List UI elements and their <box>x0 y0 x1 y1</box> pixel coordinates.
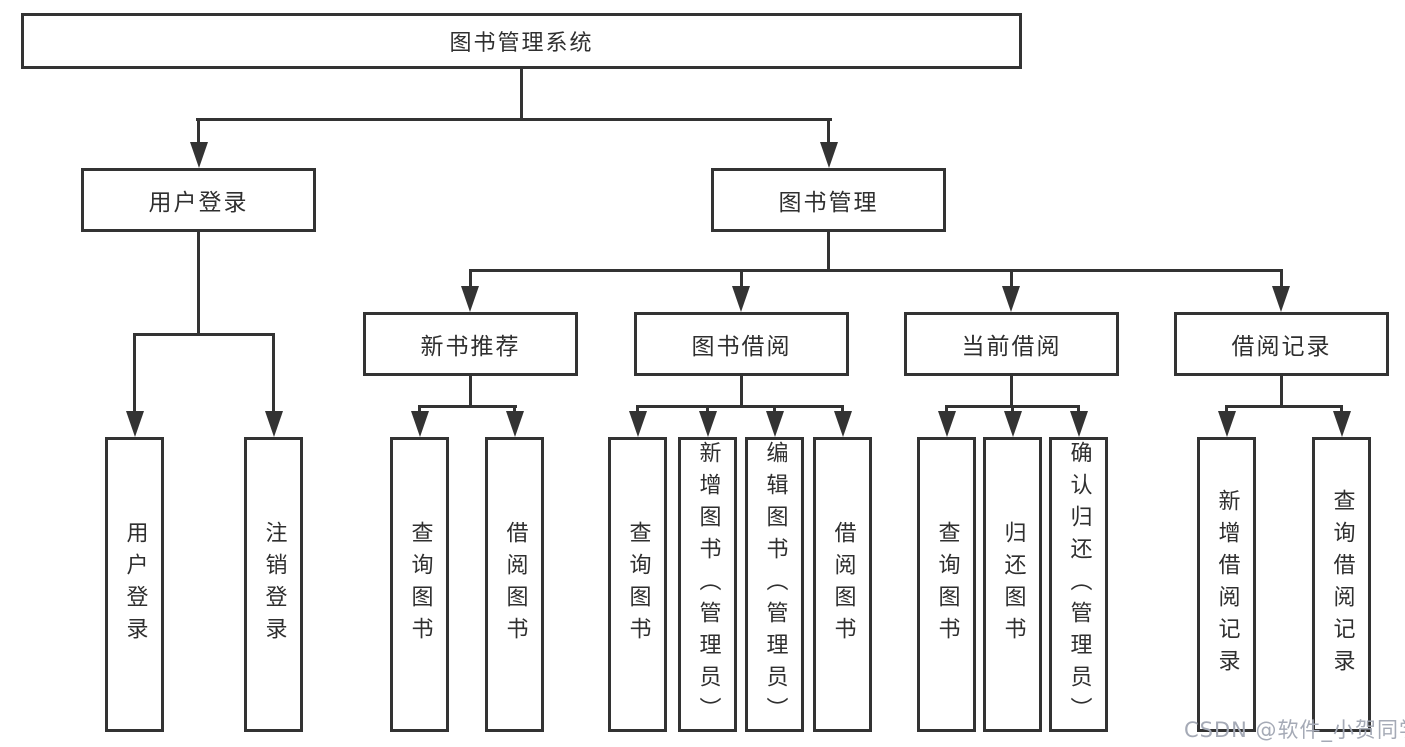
arrow-down-icon <box>126 411 144 437</box>
arrow-down-icon <box>766 411 784 437</box>
arrow-down-icon <box>820 142 838 168</box>
leaf-borrow-books-recommend: 借阅图书 <box>485 437 544 732</box>
connector-drop-new-book <box>469 269 472 289</box>
leaf-edit-book-admin: 编辑图书（管理员） <box>745 437 804 732</box>
connector-drop-leaf <box>272 333 275 413</box>
leaf-user-login: 用户登录 <box>105 437 164 732</box>
arrow-down-icon <box>699 411 717 437</box>
connector-root-stem <box>520 69 523 118</box>
arrow-down-icon <box>1272 286 1290 312</box>
arrow-down-icon <box>1333 411 1351 437</box>
csdn-watermark: CSDN @软件_小贺同学 <box>1184 718 1405 742</box>
connector-level3-hline <box>469 269 1283 272</box>
leaf-add-book-admin: 新增图书（管理员） <box>678 437 737 732</box>
arrow-down-icon <box>834 411 852 437</box>
arrow-down-icon <box>411 411 429 437</box>
node-root: 图书管理系统 <box>21 13 1022 69</box>
connector-user-login-hline <box>133 333 275 336</box>
connector-book-borrow-hline <box>636 405 844 408</box>
connector-drop-leaf <box>133 333 136 413</box>
arrow-down-icon <box>190 142 208 168</box>
node-current-borrow: 当前借阅 <box>904 312 1119 376</box>
connector-drop-leaf <box>945 405 948 415</box>
leaf-query-borrow-record: 查询借阅记录 <box>1312 437 1371 732</box>
connector-drop-leaf <box>841 405 844 415</box>
connector-drop-leaf <box>773 405 776 415</box>
leaf-query-books-recommend: 查询图书 <box>390 437 449 732</box>
arrow-down-icon <box>938 411 956 437</box>
leaf-query-books-borrow: 查询图书 <box>608 437 667 732</box>
connector-new-book-stem <box>469 376 472 407</box>
connector-drop-borrow-records <box>1280 269 1283 289</box>
arrow-down-icon <box>265 411 283 437</box>
connector-drop-book-management <box>827 118 830 144</box>
leaf-confirm-return-admin: 确认归还（管理员） <box>1049 437 1108 732</box>
node-book-borrow: 图书借阅 <box>634 312 849 376</box>
arrow-down-icon <box>506 411 524 437</box>
connector-drop-leaf <box>1225 405 1228 415</box>
arrow-down-icon <box>461 286 479 312</box>
connector-drop-leaf <box>1077 405 1080 415</box>
arrow-down-icon <box>1070 411 1088 437</box>
node-book-management: 图书管理 <box>711 168 946 232</box>
node-borrow-records: 借阅记录 <box>1174 312 1389 376</box>
connector-drop-user-login <box>197 118 200 144</box>
connector-current-borrow-stem <box>1010 376 1013 407</box>
leaf-return-book: 归还图书 <box>983 437 1042 732</box>
connector-drop-book-borrow <box>740 269 743 289</box>
connector-drop-leaf <box>636 405 639 415</box>
connector-book-borrow-stem <box>740 376 743 407</box>
connector-new-book-hline <box>418 405 517 408</box>
connector-borrow-records-stem <box>1280 376 1283 407</box>
connector-level1-hline <box>196 118 832 121</box>
connector-drop-leaf <box>1011 405 1014 415</box>
connector-drop-current-borrow <box>1010 269 1013 289</box>
connector-drop-leaf <box>1340 405 1343 415</box>
leaf-borrow-books-borrow: 借阅图书 <box>813 437 872 732</box>
node-new-book-recommend: 新书推荐 <box>363 312 578 376</box>
connector-user-login-stem <box>197 232 200 334</box>
leaf-logout: 注销登录 <box>244 437 303 732</box>
connector-drop-leaf <box>418 405 421 415</box>
arrow-down-icon <box>1004 411 1022 437</box>
arrow-down-icon <box>629 411 647 437</box>
node-user-login: 用户登录 <box>81 168 316 232</box>
connector-drop-leaf <box>706 405 709 415</box>
arrow-down-icon <box>1002 286 1020 312</box>
connector-borrow-records-hline <box>1225 405 1343 408</box>
connector-drop-leaf <box>513 405 516 415</box>
leaf-query-books-current: 查询图书 <box>917 437 976 732</box>
arrow-down-icon <box>1218 411 1236 437</box>
connector-book-management-stem <box>827 232 830 271</box>
arrow-down-icon <box>732 286 750 312</box>
leaf-add-borrow-record: 新增借阅记录 <box>1197 437 1256 732</box>
